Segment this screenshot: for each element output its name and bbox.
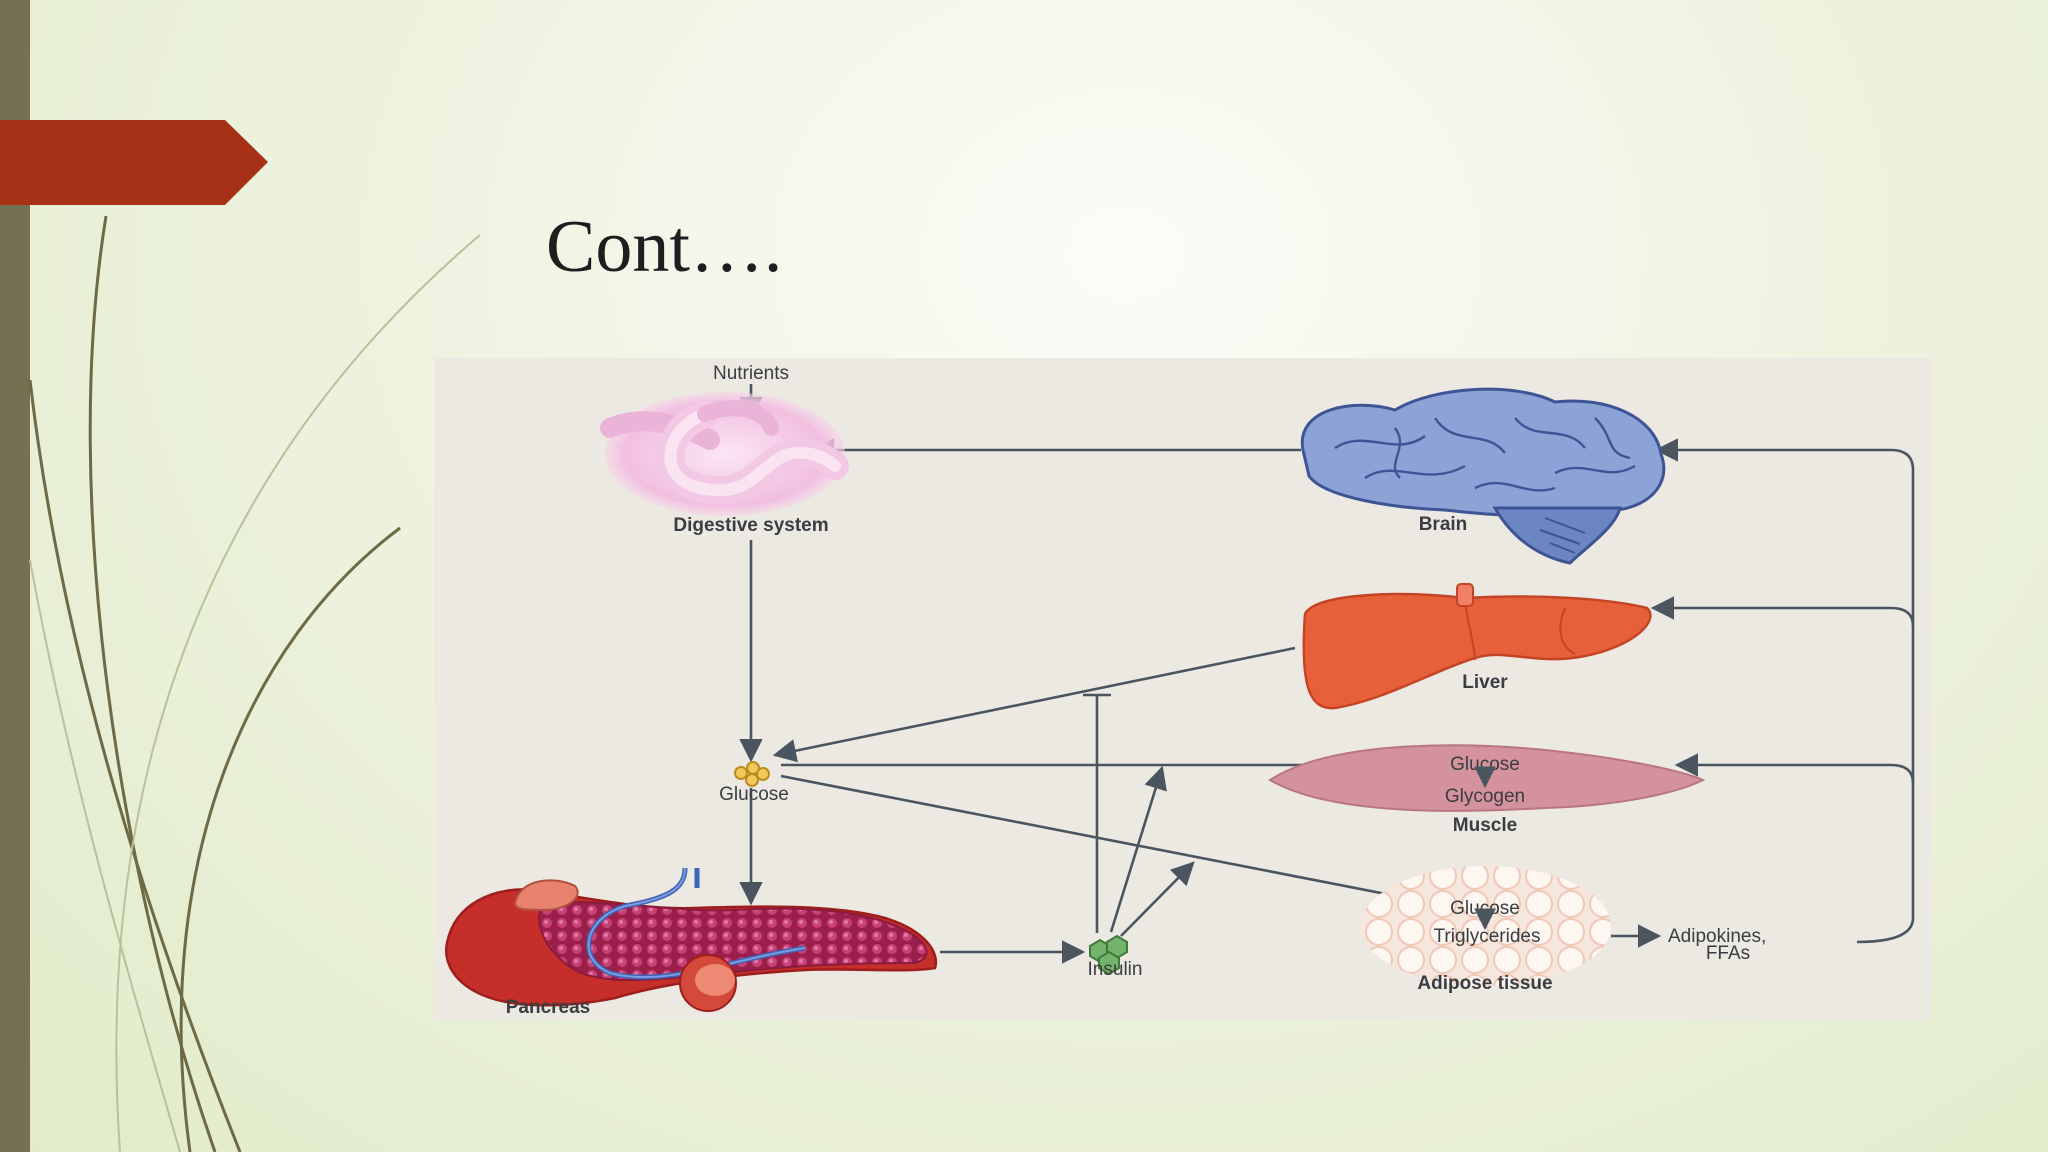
liver-illustration [1302, 583, 1652, 710]
adipose-tissue-label: Adipose tissue [1417, 973, 1552, 994]
muscle-label: Muscle [1453, 815, 1517, 836]
glucose-metabolism-diagram: Nutrients Digestive system Brain Liver G… [435, 358, 1932, 1021]
title-tab [0, 120, 268, 205]
slide-title: Cont…. [546, 206, 783, 288]
pancreas-illustration [445, 867, 938, 1012]
digestive-system-label: Digestive system [673, 515, 828, 536]
digestive-system-illustration [600, 392, 849, 516]
nutrients-label: Nutrients [713, 363, 789, 384]
muscle-glucose-label: Glucose [1450, 754, 1520, 775]
adipokines-label: Adipokines, [1668, 926, 1766, 947]
insulin-label: Insulin [1088, 959, 1143, 980]
brain-illustration [1300, 387, 1666, 565]
glucose-molecule-icon [734, 761, 770, 787]
brain-label: Brain [1419, 514, 1468, 535]
adipose-glucose-label: Glucose [1450, 898, 1520, 919]
pancreas-label: Pancreas [506, 997, 591, 1018]
glucose-label: Glucose [719, 784, 789, 805]
triglycerides-label: Triglycerides [1434, 926, 1541, 947]
liver-label: Liver [1462, 672, 1508, 693]
decorative-curves [28, 215, 480, 1152]
diagram-arrows [739, 384, 1915, 964]
diagram-labels: Nutrients Digestive system Brain Liver G… [506, 363, 1766, 1018]
insulin-molecule-icon [1089, 934, 1128, 976]
muscle-glycogen-label: Glycogen [1445, 786, 1525, 807]
ffas-label: FFAs [1706, 943, 1750, 964]
